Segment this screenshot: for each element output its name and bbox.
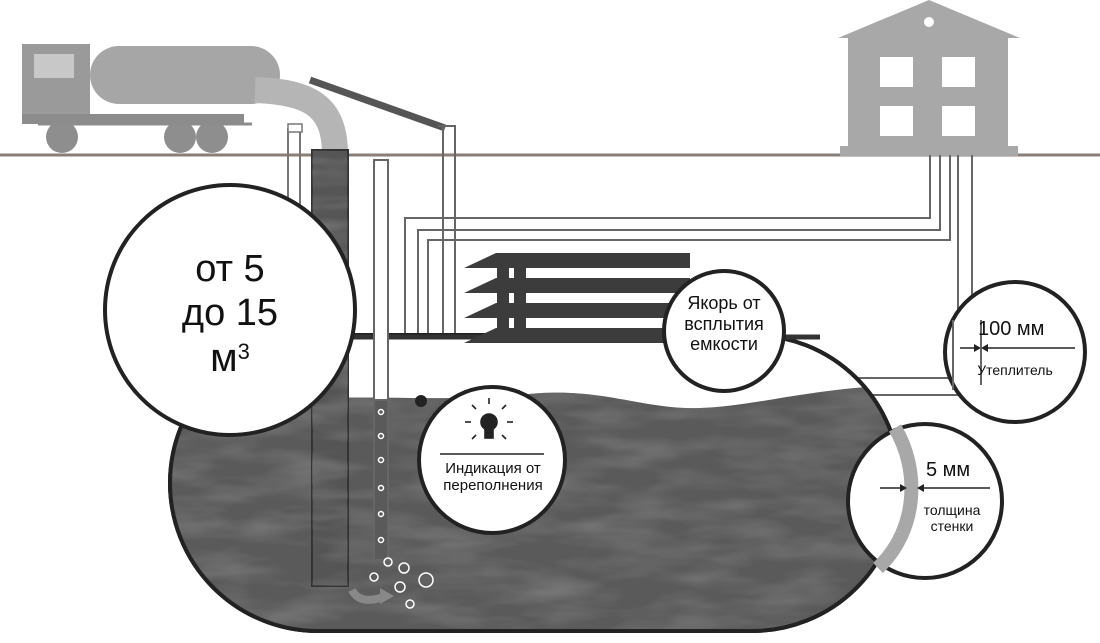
volume-label: от 5 до 15 м3: [130, 248, 330, 381]
overflow-label: Индикация от переполнения: [428, 460, 558, 495]
anchor-line1: Якорь от: [687, 293, 761, 313]
float-sensor: [415, 395, 427, 407]
volume-unit: м3: [130, 335, 330, 381]
volume-callout-circle: [103, 183, 357, 437]
anchor-line2: всплытия: [684, 313, 764, 334]
insulation-value: 100 мм: [978, 318, 1045, 340]
wall-value: 5 мм: [926, 459, 971, 481]
anchor-label: Якорь от всплытия емкости: [664, 293, 784, 355]
overflow-line1: Индикация от: [445, 460, 541, 477]
house-icon: [838, 0, 1020, 156]
anchor-slabs: [464, 253, 690, 343]
wall-label: толщина стенки: [902, 502, 1002, 534]
anchor-line3: емкости: [690, 334, 758, 355]
anchor-callout-circle: [662, 269, 786, 393]
insulation-label: Утеплитель: [977, 362, 1053, 378]
overflow-callout-circle: [417, 385, 567, 535]
volume-unit-text: м: [210, 336, 238, 381]
overflow-line2: переполнения: [443, 477, 543, 495]
insulation-callout: [943, 280, 1087, 424]
wall-line2: стенки: [930, 518, 974, 535]
volume-exponent: 3: [237, 339, 250, 365]
wall-line1: толщина: [923, 502, 981, 518]
suction-hose: [254, 77, 348, 153]
indicator-lamp-icon: [440, 398, 544, 455]
wall-callout: [846, 422, 1004, 580]
volume-line1: от 5: [195, 248, 265, 290]
vent-stand: [308, 76, 456, 340]
aeration-tube: [348, 159, 434, 609]
volume-line2: до 15: [181, 291, 279, 334]
tanker-truck-icon: [22, 44, 280, 153]
